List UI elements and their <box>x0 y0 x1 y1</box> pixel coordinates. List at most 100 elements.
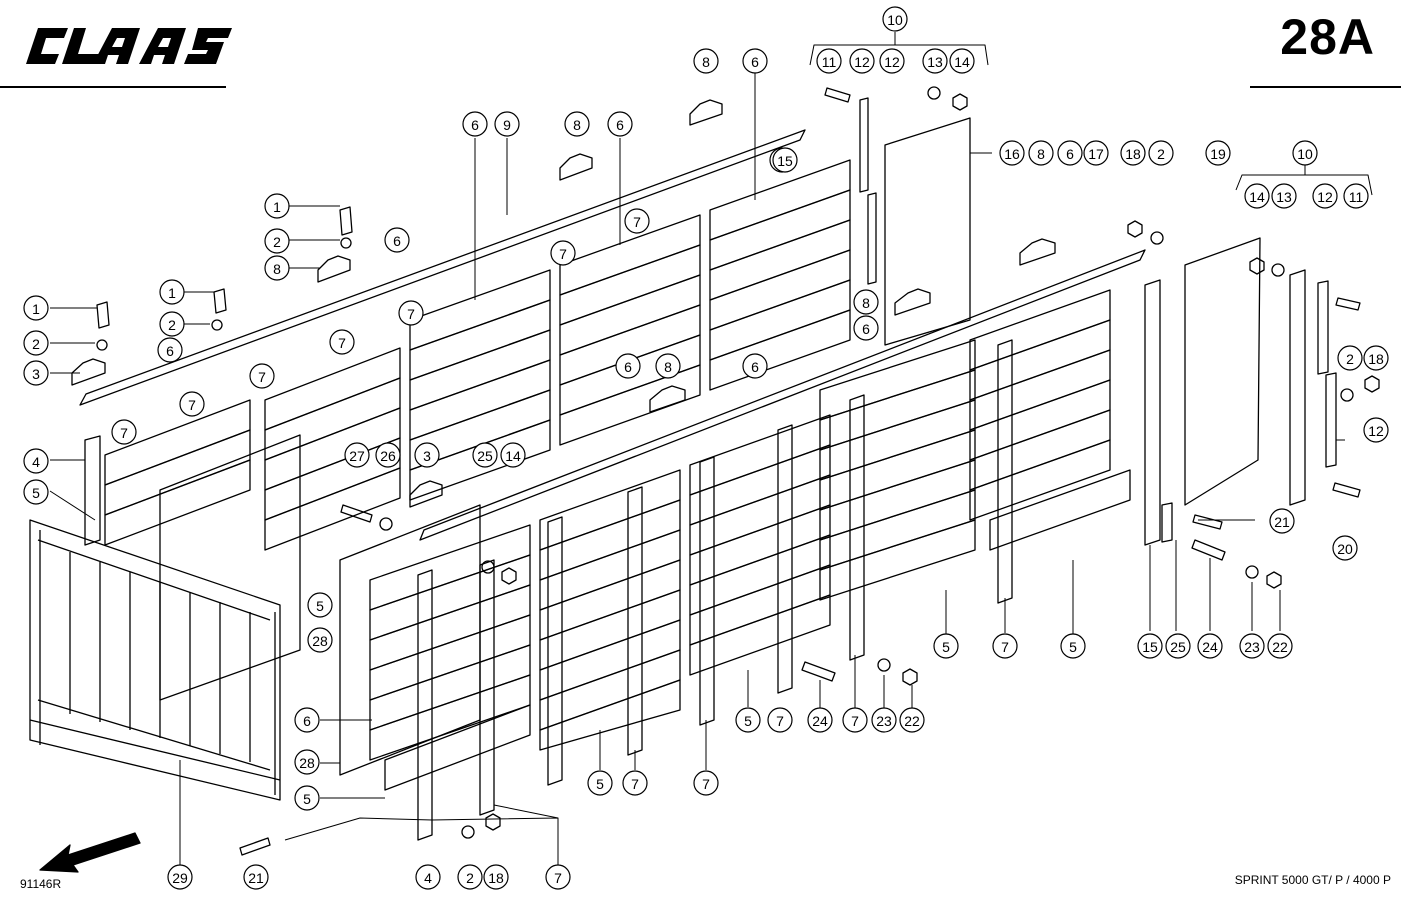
svg-text:5: 5 <box>303 791 311 807</box>
callout-9: 9 <box>494 111 520 137</box>
svg-text:6: 6 <box>303 713 311 729</box>
callout-15: 15 <box>1137 633 1163 659</box>
svg-text:8: 8 <box>573 117 581 133</box>
front-side-rail <box>79 129 806 406</box>
svg-text:15: 15 <box>1142 639 1158 655</box>
callout-20: 20 <box>1332 535 1358 561</box>
upper-board-group-c <box>409 269 551 501</box>
svg-text:21: 21 <box>1274 514 1290 530</box>
svg-text:26: 26 <box>380 448 396 464</box>
callout-22: 22 <box>1267 633 1293 659</box>
svg-text:1: 1 <box>273 199 281 215</box>
svg-text:10: 10 <box>887 12 903 28</box>
callout-21: 21 <box>1269 508 1295 534</box>
callout-12: 12 <box>879 48 905 74</box>
callout-6: 6 <box>615 353 641 379</box>
callout-12: 12 <box>1363 417 1389 443</box>
svg-text:7: 7 <box>407 306 415 322</box>
callout-14: 14 <box>500 442 526 468</box>
drawing-number: 91146R <box>20 877 62 891</box>
svg-text:12: 12 <box>884 54 900 70</box>
svg-text:14: 14 <box>1249 189 1265 205</box>
svg-text:2: 2 <box>168 317 176 333</box>
svg-text:18: 18 <box>488 870 504 886</box>
svg-text:7: 7 <box>633 214 641 230</box>
svg-text:7: 7 <box>631 776 639 792</box>
callout-11: 11 <box>816 48 842 74</box>
callout-18: 18 <box>1363 345 1389 371</box>
callout-10: 10 <box>882 6 908 32</box>
strip <box>1161 502 1173 543</box>
nut <box>902 668 918 686</box>
svg-text:7: 7 <box>851 713 859 729</box>
washer <box>461 825 475 839</box>
callout-6: 6 <box>294 707 320 733</box>
callout-5: 5 <box>294 785 320 811</box>
svg-text:8: 8 <box>862 295 870 311</box>
nut <box>1127 220 1143 238</box>
callout-7: 7 <box>693 770 719 796</box>
svg-text:8: 8 <box>702 54 710 70</box>
washer <box>379 517 393 531</box>
callout-6: 6 <box>384 227 410 253</box>
callout-3: 3 <box>414 442 440 468</box>
washer <box>1245 565 1259 579</box>
callout-11: 11 <box>1343 183 1369 209</box>
callout-2: 2 <box>159 311 185 337</box>
svg-text:1: 1 <box>32 301 40 317</box>
svg-text:12: 12 <box>1317 189 1333 205</box>
lower-board-group-b <box>539 469 681 751</box>
svg-text:22: 22 <box>904 713 920 729</box>
washer <box>340 237 352 249</box>
callout-8: 8 <box>853 289 879 315</box>
washer <box>96 339 108 351</box>
page-number: 28A <box>1280 9 1375 65</box>
callout-4: 4 <box>23 448 49 474</box>
svg-text:24: 24 <box>812 713 828 729</box>
svg-text:6: 6 <box>1066 146 1074 162</box>
bolt <box>1191 539 1226 561</box>
upper-board-group-e <box>709 159 851 391</box>
callout-5: 5 <box>587 770 613 796</box>
svg-text:6: 6 <box>751 54 759 70</box>
callout-25: 25 <box>1165 633 1191 659</box>
svg-text:3: 3 <box>32 366 40 382</box>
callout-2: 2 <box>1337 345 1363 371</box>
svg-text:23: 23 <box>1244 639 1260 655</box>
bolt <box>824 87 851 103</box>
svg-text:5: 5 <box>32 485 40 501</box>
callout-2: 2 <box>1148 140 1174 166</box>
svg-text:14: 14 <box>505 448 521 464</box>
callout-7: 7 <box>329 329 355 355</box>
callout-24: 24 <box>1197 633 1223 659</box>
callout-10: 10 <box>1292 140 1318 166</box>
washer <box>1150 231 1164 245</box>
svg-text:2: 2 <box>1346 351 1354 367</box>
svg-text:2: 2 <box>1157 146 1165 162</box>
bracket <box>317 255 351 283</box>
callout-3: 3 <box>23 360 49 386</box>
callout-5: 5 <box>23 479 49 505</box>
svg-text:18: 18 <box>1125 146 1141 162</box>
nut <box>501 567 517 585</box>
callout-12: 12 <box>1312 183 1338 209</box>
callout-8: 8 <box>564 111 590 137</box>
nut <box>1364 375 1380 393</box>
callout-27: 27 <box>344 442 370 468</box>
svg-text:7: 7 <box>338 335 346 351</box>
svg-text:25: 25 <box>1170 639 1186 655</box>
svg-text:2: 2 <box>466 870 474 886</box>
svg-text:6: 6 <box>616 117 624 133</box>
svg-text:7: 7 <box>120 425 128 441</box>
callout-8: 8 <box>655 353 681 379</box>
callout-7: 7 <box>842 707 868 733</box>
lower-board-group-e <box>969 289 1131 551</box>
svg-text:28: 28 <box>312 633 328 649</box>
svg-text:12: 12 <box>1368 423 1384 439</box>
svg-text:6: 6 <box>166 343 174 359</box>
callout-2: 2 <box>23 330 49 356</box>
callout-8: 8 <box>693 48 719 74</box>
svg-text:16: 16 <box>1004 146 1020 162</box>
